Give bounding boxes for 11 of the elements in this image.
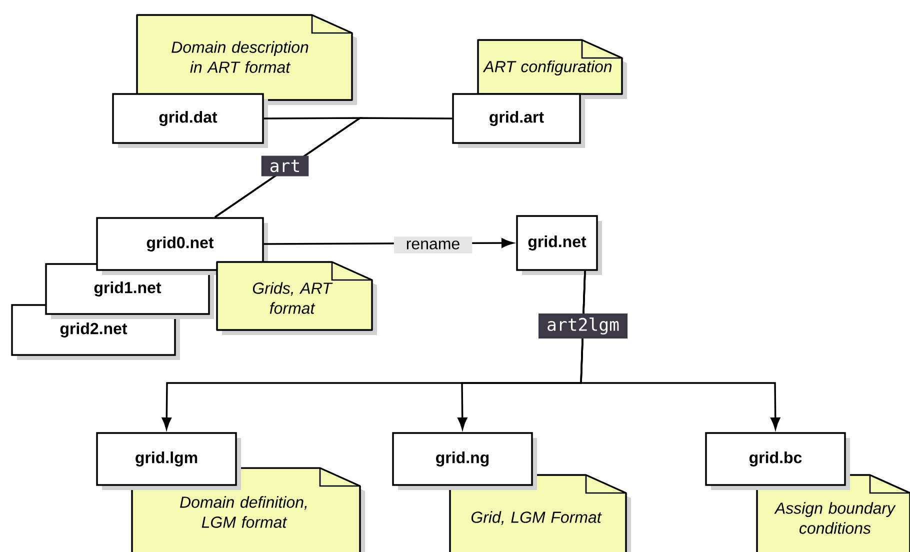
edge-label: art xyxy=(261,156,309,176)
file-box: grid.ng xyxy=(392,432,537,490)
edge-label: art2lgm xyxy=(538,314,628,338)
file-box: grid.dat xyxy=(112,93,268,148)
file-box: grid.art xyxy=(452,93,585,148)
file-box: grid.bc xyxy=(705,432,850,490)
file-box: grid.lgm xyxy=(96,432,241,490)
connector xyxy=(580,270,780,430)
edge-label: rename xyxy=(394,236,472,254)
file-box: grid0.net xyxy=(96,217,268,275)
file-box: grid.net xyxy=(516,215,602,275)
